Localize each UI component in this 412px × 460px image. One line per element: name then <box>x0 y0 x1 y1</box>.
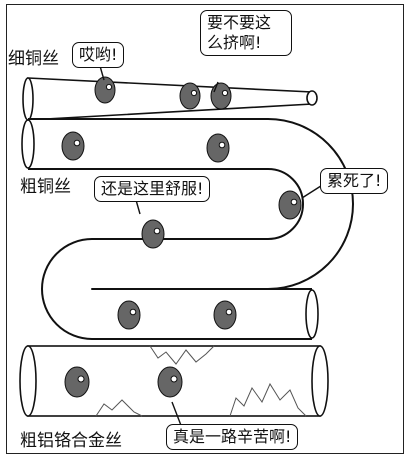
speech-bubble-comfortable: 还是这里舒服! <box>94 176 211 202</box>
electron-icon <box>179 82 201 110</box>
obstacle-right <box>229 382 307 417</box>
electron-icon <box>206 133 230 163</box>
obstacle-top <box>149 345 215 365</box>
obstacle-bottom <box>95 399 143 417</box>
speech-bubble-hard-road: 真是一路辛苦啊! <box>166 424 299 450</box>
thin-copper-wire <box>22 77 318 121</box>
thin-copper-wire-label: 细铜丝 <box>8 49 59 69</box>
electron-icon <box>210 82 232 110</box>
thick-copper-wire <box>21 118 354 340</box>
electron-icon <box>64 366 90 398</box>
electron-icon <box>157 366 183 398</box>
speech-bubble-ouch: 哎哟! <box>72 42 125 68</box>
electron-icon <box>61 131 85 161</box>
electron-icon <box>278 190 302 220</box>
electron-icon <box>141 219 165 249</box>
thick-alloy-wire-label: 粗铝铬合金丝 <box>20 431 122 451</box>
thick-copper-wire-label: 粗铜丝 <box>20 177 71 197</box>
diagram-frame <box>6 4 404 454</box>
speech-bubble-exhausted: 累死了! <box>320 168 389 194</box>
electron-icon <box>117 300 141 330</box>
electron-icon <box>213 300 237 330</box>
speech-bubble-crowded: 要不要这么挤啊! <box>200 10 292 56</box>
electron-icon <box>94 76 116 104</box>
